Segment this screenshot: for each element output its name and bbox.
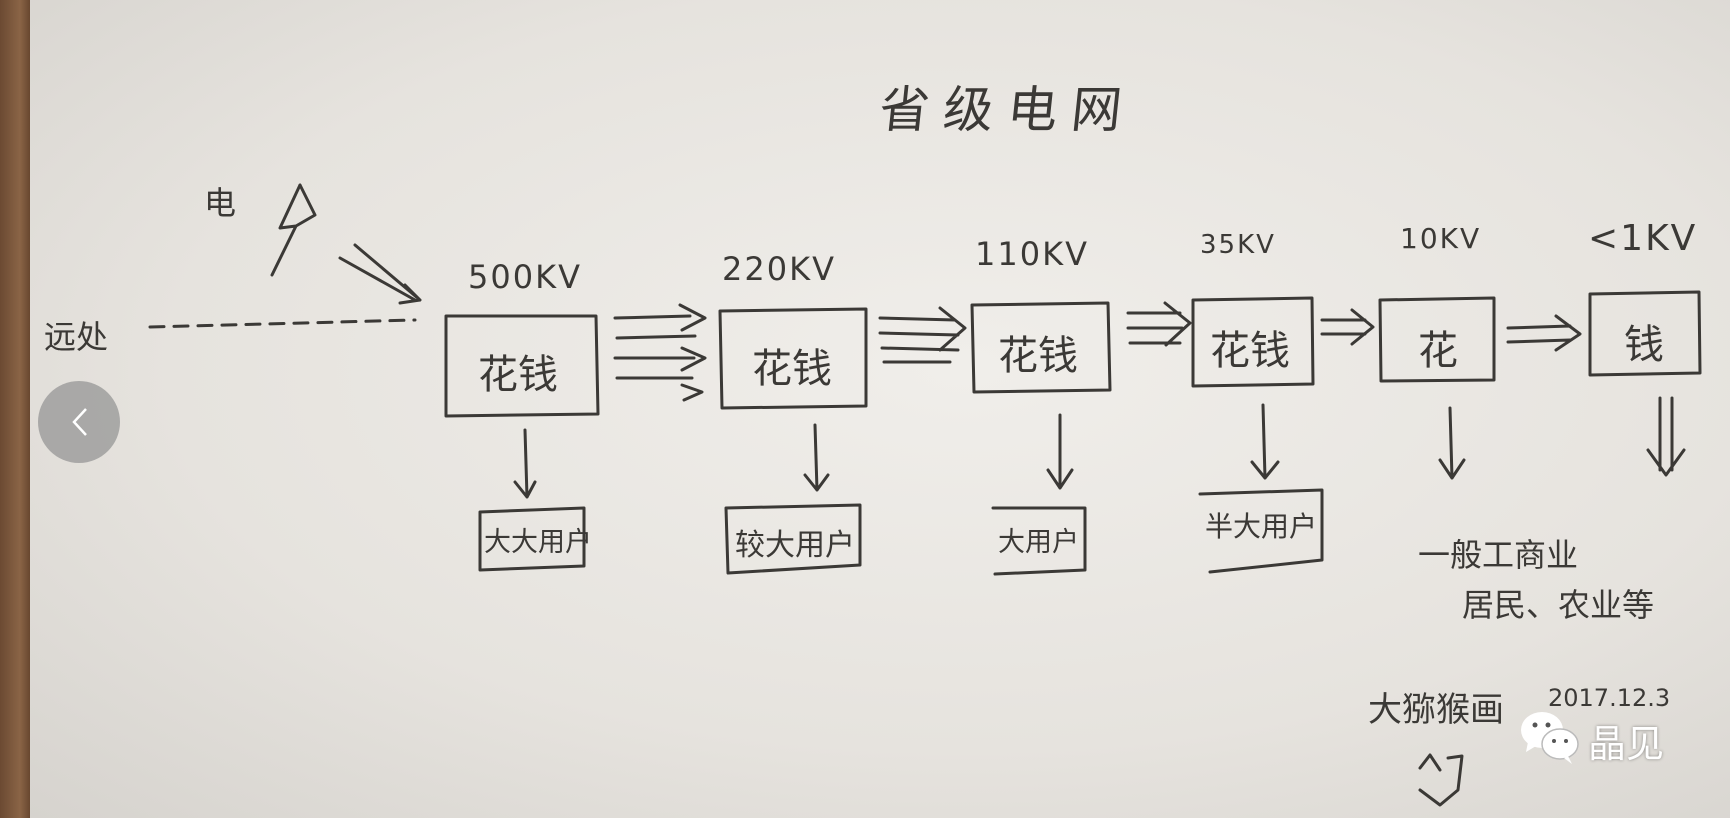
stage-box [1191,296,1315,388]
stage-box-label: 花钱 [998,333,1078,379]
down-arrows [513,396,1686,499]
down-arrow [1250,403,1280,480]
voltage-label: 220KV [722,250,836,288]
down-arrow [803,423,830,492]
diagram-title: 省级电网 [876,81,1139,139]
incoming-arrow [338,243,422,305]
user-boxes [478,488,1324,576]
user-label: 大用户 [998,527,1079,558]
watermark-text: 晶见 [1588,722,1665,766]
dashed-line [148,318,417,329]
stage-box-label: 钱 [1624,322,1664,368]
chevron-left-icon [72,408,87,436]
down-arrow [1046,413,1074,490]
user-label: 一般工商业 [1418,536,1579,574]
voltage-label: 10KV [1400,222,1482,255]
user-box [724,503,862,575]
user-label: 较大用户 [735,528,855,563]
flow-arrow [878,306,967,364]
stage-box [970,301,1112,394]
stage-box-label: 花钱 [478,352,558,398]
wechat-icon [1521,712,1579,764]
user-box [478,506,586,572]
flow-arrow [613,303,707,402]
user-label: 半大用户 [1205,510,1318,543]
far-label: 远处 [44,318,109,356]
stage-box-label: 花钱 [752,346,832,392]
signature-date: 2017.12.3 [1548,684,1671,712]
paper-sheet [30,0,1730,818]
user-box [1198,488,1324,574]
user-label: 大大用户 [484,527,592,558]
smile-doodle [1418,753,1464,807]
flow-arrows [613,301,1582,402]
user-box [991,506,1087,576]
voltage-label: 110KV [975,235,1089,273]
signature-author: 大猕猴画 [1368,690,1504,730]
voltage-label: <1KV [1588,218,1698,259]
stage-box [1378,296,1496,383]
stage-box [444,314,600,418]
flow-arrow [1320,308,1375,346]
flow-arrow [1506,314,1582,352]
down-arrow [1438,406,1466,480]
user-label: 居民、农业等 [1462,586,1655,624]
lightning-icon [270,183,317,277]
down-arrow [513,428,537,499]
voltage-label: 500KV [468,258,582,296]
stage-box-label: 花钱 [1210,328,1290,374]
stage-box [718,307,868,410]
stage-boxes [444,290,1702,418]
back-button[interactable] [38,381,120,463]
down-arrow [1646,396,1686,477]
stage-box [1588,290,1702,377]
power-label: 电 [204,184,237,222]
voltage-label: 35KV [1200,230,1276,260]
stage-box-label: 花 [1418,328,1458,374]
flow-arrow [1126,301,1192,347]
